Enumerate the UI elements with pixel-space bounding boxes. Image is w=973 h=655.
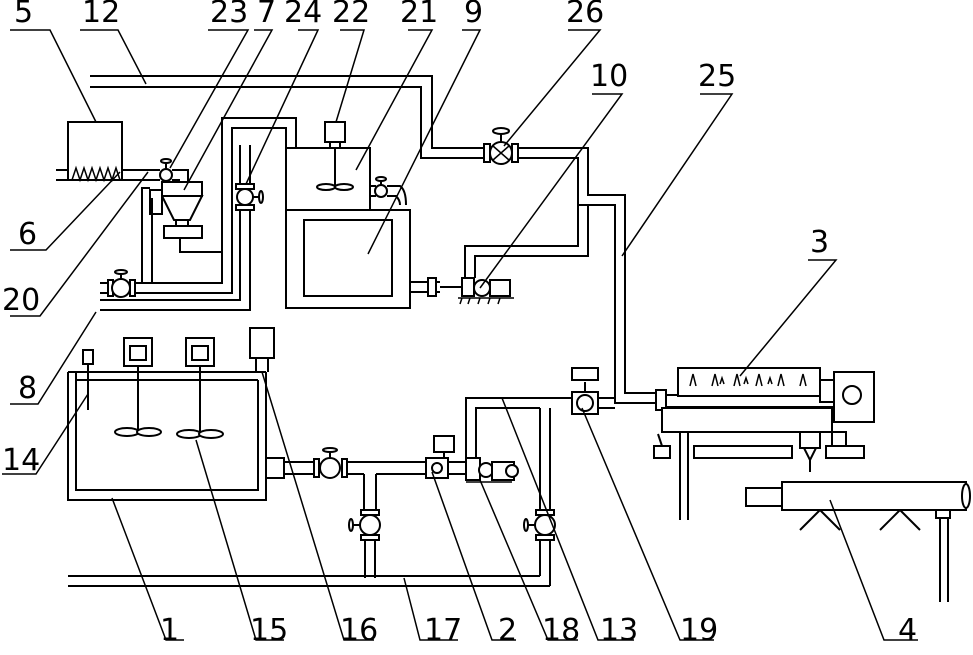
label-7: 7 bbox=[257, 0, 276, 30]
hopper-7 bbox=[149, 181, 222, 253]
tank-5 bbox=[56, 121, 160, 183]
mixer-21 bbox=[285, 121, 371, 211]
pipe-13 bbox=[523, 408, 556, 586]
label-10: 10 bbox=[590, 59, 628, 94]
valve-24 bbox=[235, 145, 264, 211]
label-21: 21 bbox=[400, 0, 438, 30]
label-18: 18 bbox=[542, 613, 580, 648]
label-13: 13 bbox=[600, 613, 638, 648]
label-24: 24 bbox=[284, 0, 322, 30]
label-2: 2 bbox=[498, 613, 517, 648]
label-12: 12 bbox=[82, 0, 120, 30]
pipe-17 bbox=[68, 575, 550, 587]
label-3: 3 bbox=[810, 225, 829, 260]
pump-2 bbox=[425, 435, 466, 479]
pump-10 bbox=[440, 205, 589, 305]
label-19: 19 bbox=[680, 613, 718, 648]
box-9 bbox=[285, 209, 440, 309]
label-15: 15 bbox=[250, 613, 288, 648]
valve-20 bbox=[107, 269, 136, 298]
label-20: 20 bbox=[2, 283, 40, 318]
label-25: 25 bbox=[698, 59, 736, 94]
label-17: 17 bbox=[424, 613, 462, 648]
top-pipe bbox=[90, 75, 660, 404]
pipes-20-8 bbox=[100, 117, 297, 311]
label-8: 8 bbox=[18, 371, 37, 406]
leader-lines bbox=[2, 29, 918, 641]
label-22: 22 bbox=[332, 0, 370, 30]
agitator-right bbox=[176, 337, 224, 439]
tank-outlet-pipe bbox=[265, 447, 426, 512]
dosing-16 bbox=[249, 327, 275, 372]
valve-26 bbox=[483, 127, 519, 165]
label-1: 1 bbox=[160, 613, 179, 648]
label-23: 23 bbox=[210, 0, 248, 30]
level-gauge-14 bbox=[82, 349, 94, 410]
valve-lower bbox=[348, 509, 381, 578]
labels: 5 12 23 7 24 22 21 9 26 10 25 3 6 20 8 1… bbox=[2, 0, 917, 648]
valve-23 bbox=[159, 158, 189, 184]
valve-19 bbox=[571, 367, 615, 415]
label-16: 16 bbox=[340, 613, 378, 648]
label-4: 4 bbox=[898, 613, 917, 648]
filter-press-3 bbox=[653, 367, 875, 520]
conveyor-4 bbox=[745, 481, 971, 602]
label-5: 5 bbox=[14, 0, 33, 30]
tank-1 bbox=[67, 371, 267, 501]
agitator-left bbox=[114, 337, 162, 437]
pump-18 bbox=[465, 397, 572, 483]
label-14: 14 bbox=[2, 443, 40, 478]
valve-21-outlet bbox=[370, 176, 407, 206]
label-9: 9 bbox=[464, 0, 483, 30]
label-6: 6 bbox=[18, 217, 37, 252]
label-26: 26 bbox=[566, 0, 604, 30]
